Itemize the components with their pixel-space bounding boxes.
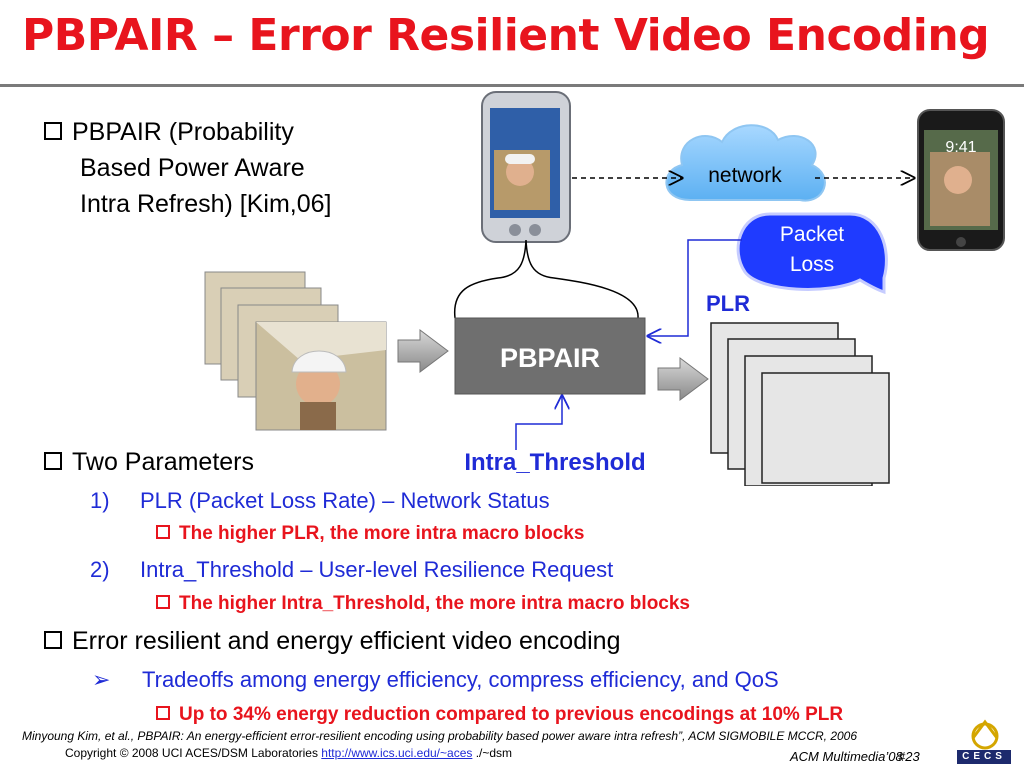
param-subtext-2: The higher Intra_Threshold, the more int…	[179, 593, 690, 614]
checkbox-bullet-icon	[44, 631, 62, 650]
param-num-1: 1)	[90, 488, 110, 513]
bullet3-subtext: Tradeoffs among energy efficiency, compr…	[142, 667, 779, 692]
bullet-line-2: Based Power Aware	[80, 154, 305, 182]
pbpair-label: PBPAIR	[500, 343, 600, 373]
slide-title: PBPAIR – Error Resilient Video Encoding	[22, 10, 990, 61]
two-parameters-heading: Two Parameters	[72, 448, 255, 476]
plr-label: PLR	[706, 291, 750, 316]
title-divider	[0, 84, 1024, 87]
cecs-logo-icon: CECS	[955, 718, 1013, 766]
footer-page-number: #23	[898, 749, 920, 764]
bullet-line-1: PBPAIR (Probability	[72, 118, 294, 146]
footer-conference: ACM Multimedia’08	[790, 749, 903, 764]
checkbox-bullet-icon	[44, 452, 62, 471]
pbpair-diagram: 9:41 network Packet Loss PLR PBPAIR Intr…	[204, 91, 1005, 486]
red-square-bullet-icon	[156, 706, 170, 720]
network-cloud-icon	[665, 124, 826, 202]
iphone-device-icon	[917, 109, 1005, 251]
bullet3-sub: ➢ Tradeoffs among energy efficiency, comp…	[92, 667, 779, 693]
param-subtext-1: The higher PLR, the more intra macro blo…	[179, 523, 585, 544]
arrow-bullet-icon: ➢	[92, 667, 111, 692]
copyright-tail: ./~dsm	[472, 746, 513, 760]
bullet3-subsubtext: Up to 34% energy reduction compared to p…	[179, 704, 844, 725]
input-video-frames-icon	[204, 271, 387, 431]
param-sub-2: The higher Intra_Threshold, the more int…	[156, 593, 690, 615]
bullet-error-resilient: Error resilient and energy efficient vid…	[44, 627, 620, 656]
network-label: network	[708, 164, 782, 187]
param-num-2: 2)	[90, 557, 110, 582]
packet-loss-bubble	[736, 212, 888, 295]
pbpair-box	[454, 317, 646, 395]
input-arrow-icon	[397, 329, 449, 373]
iphone-time: 9:41	[945, 139, 976, 156]
footer-citation: Minyoung Kim, et al., PBPAIR: An energy-…	[22, 729, 858, 743]
packet-loss-label-2: Loss	[790, 253, 834, 276]
red-square-bullet-icon	[156, 525, 170, 539]
red-square-bullet-icon	[156, 595, 170, 609]
plr-feedback-arrow	[648, 239, 742, 336]
intra-threshold-arrow	[515, 396, 562, 450]
output-arrow-icon	[657, 357, 709, 401]
pda-bracket	[454, 239, 639, 319]
footer-copyright: Copyright © 2008 UCI ACES/DSM Laboratori…	[65, 746, 512, 760]
intra-threshold-label: Intra_Threshold	[464, 449, 645, 476]
bullet3-subsub: Up to 34% energy reduction compared to p…	[156, 704, 843, 726]
param-sub-1: The higher PLR, the more intra macro blo…	[156, 523, 584, 545]
bullet-pbpair: PBPAIR (Probability Based Power Aware In…	[44, 114, 331, 222]
pda-device-icon	[481, 91, 571, 243]
bullet-two-parameters: Two Parameters	[44, 448, 254, 477]
bullet-line-3: Intra Refresh) [Kim,06]	[80, 190, 332, 218]
copyright-text: Copyright © 2008 UCI ACES/DSM Laboratori…	[65, 746, 322, 760]
packet-loss-label-1: Packet	[780, 223, 844, 246]
aces-link[interactable]: http://www.ics.uci.edu/~aces	[321, 746, 473, 760]
bullet3-text: Error resilient and energy efficient vid…	[72, 627, 621, 655]
output-frames-icon	[710, 322, 890, 486]
param-item-2: 2) Intra_Threshold – User-level Resilienc…	[90, 557, 613, 583]
logo-text: CECS	[957, 750, 1011, 764]
checkbox-bullet-icon	[44, 122, 62, 141]
param-text-1: PLR (Packet Loss Rate) – Network Status	[140, 488, 550, 513]
param-text-2: Intra_Threshold – User-level Resilience …	[140, 557, 614, 582]
param-item-1: 1) PLR (Packet Loss Rate) – Network Statu…	[90, 488, 550, 514]
